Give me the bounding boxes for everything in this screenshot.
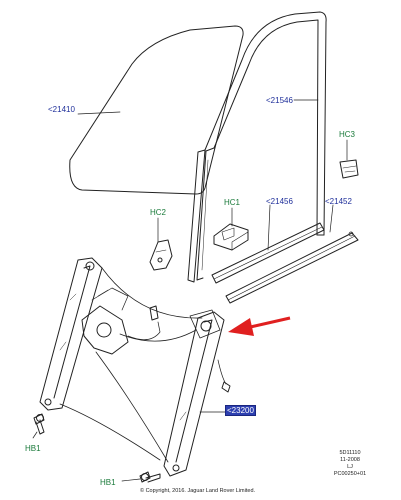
hc1-clip-part <box>213 223 249 251</box>
callout-23200-highlighted[interactable]: <23200 <box>225 405 256 416</box>
run-channel-part <box>187 11 327 283</box>
hb1-bolt-bottom-part <box>139 471 161 483</box>
copyright-notice: © Copyright, 2016. Jaguar Land Rover Lim… <box>140 488 256 494</box>
meta-line: PC00250+01 <box>333 471 367 477</box>
meta-line: 5D11110 <box>339 450 361 456</box>
hc3-clip-part <box>339 159 359 179</box>
drawing-reference-block: 5D11110 11-2008 LJ PC00250+01 <box>330 450 370 478</box>
callout-hc3[interactable]: HC3 <box>339 130 356 139</box>
inner-belt-weatherstrip-part <box>211 222 325 284</box>
meta-line: 11-2008 <box>340 457 360 463</box>
door-glass-part <box>69 25 244 195</box>
outer-belt-weatherstrip-part <box>225 231 359 304</box>
callout-21410[interactable]: <21410 <box>48 105 75 114</box>
callout-hb1-left[interactable]: HB1 <box>25 444 41 453</box>
callout-hc1[interactable]: HC1 <box>224 198 241 207</box>
callout-21452[interactable]: <21452 <box>325 197 352 206</box>
hb1-bolt-left-part <box>33 413 45 435</box>
callout-hc2[interactable]: HC2 <box>150 208 167 217</box>
window-regulator-part <box>39 257 231 477</box>
red-pointer-arrow <box>228 316 291 336</box>
meta-line: LJ <box>347 464 353 470</box>
callout-21456[interactable]: <21456 <box>266 197 293 206</box>
hc2-bracket-part <box>149 239 173 271</box>
callout-21546[interactable]: <21546 <box>266 96 293 105</box>
callout-hb1-bottom[interactable]: HB1 <box>100 478 116 487</box>
